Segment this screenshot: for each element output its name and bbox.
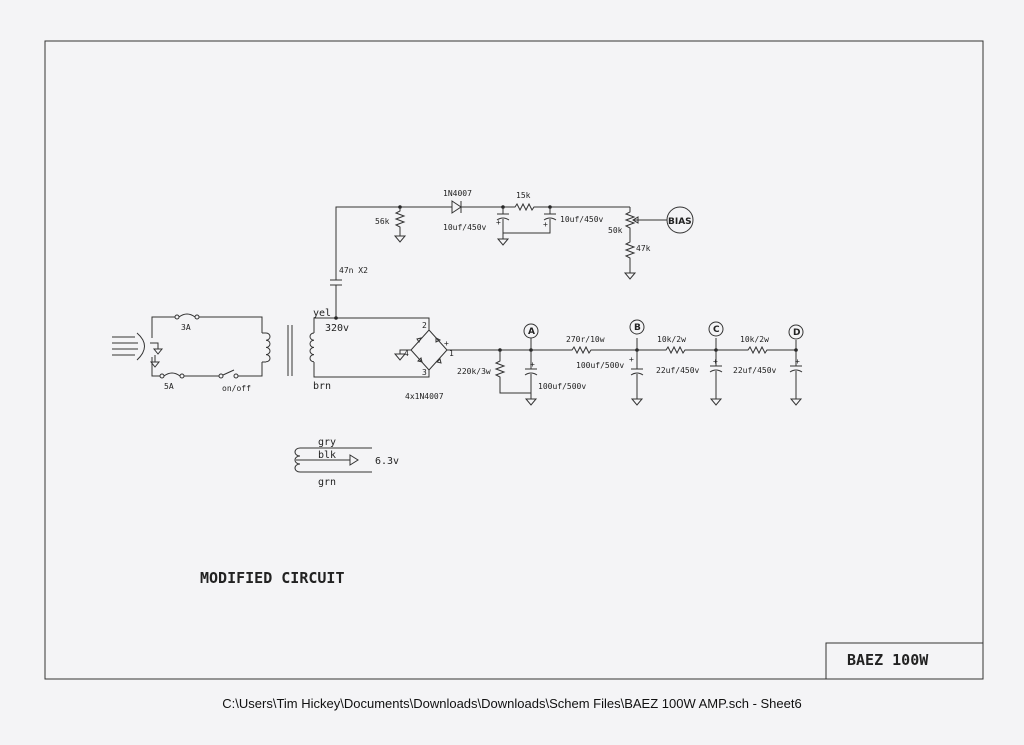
circuit-title: MODIFIED CIRCUIT — [200, 569, 345, 587]
fuse-5a — [159, 372, 185, 379]
switch-label: on/off — [222, 384, 251, 393]
title-block-frame — [825, 642, 983, 679]
resistor-10k-2 — [716, 345, 796, 355]
heater-blk-label: blk — [318, 450, 336, 461]
title-block-text: BAEZ 100W — [847, 651, 929, 669]
capacitor-47n-label: 47n X2 — [339, 266, 368, 275]
heater-grn-label: grn — [318, 477, 336, 488]
capacitor-a-plus: + — [530, 360, 535, 369]
resistor-270r — [531, 345, 637, 355]
resistor-15k-label: 15k — [516, 191, 531, 200]
capacitor-c-label: 22uf/450v — [656, 366, 700, 375]
capacitor-b-plus: + — [629, 355, 634, 364]
node-a-label: A — [528, 327, 535, 337]
diode-1n4007 — [451, 200, 462, 214]
node-b-label: B — [634, 323, 641, 333]
bias-label: BIAS — [668, 217, 692, 227]
power-transformer — [262, 317, 400, 378]
bridge-label: 4x1N4007 — [405, 392, 444, 401]
resistor-47k — [623, 238, 637, 280]
capacitor-d — [789, 350, 803, 406]
node-c-marker — [708, 321, 724, 337]
power-switch — [218, 369, 239, 379]
secondary-320v-label: 320v — [325, 323, 349, 334]
capacitor-c — [709, 350, 723, 406]
bridge-pin-1: 1 — [449, 349, 454, 358]
sheet-border — [44, 40, 984, 680]
bridge-pin-3: 3 — [422, 368, 427, 377]
capacitor-bias-2-plus: + — [543, 220, 548, 229]
node-d-marker — [788, 324, 804, 340]
heater-winding — [294, 447, 372, 473]
resistor-10k-2-label: 10k/2w — [740, 335, 769, 344]
bias-output-node — [666, 206, 694, 234]
resistor-56k — [393, 207, 407, 243]
capacitor-a-label: 100uf/500v — [538, 382, 586, 391]
bridge-rectifier — [393, 317, 500, 378]
capacitor-bias-1 — [496, 207, 510, 246]
potentiometer-50k — [624, 207, 648, 238]
capacitor-bias-2 — [503, 207, 557, 234]
heater-gry-label: gry — [318, 437, 336, 448]
mains-plug — [112, 332, 164, 368]
resistor-15k — [503, 202, 550, 212]
capacitor-47n — [330, 279, 342, 286]
capacitor-bias-1-label: 10uf/450v — [443, 223, 487, 232]
capacitor-a — [524, 350, 538, 406]
capacitor-b — [630, 350, 644, 406]
footer-file-path: C:\Users\Tim Hickey\Documents\Downloads\… — [222, 696, 801, 711]
heater-voltage-label: 6.3v — [375, 456, 399, 467]
node-d-label: D — [793, 328, 800, 338]
resistor-220k-label: 220k/3w — [457, 367, 491, 376]
fuse-3a-label: 3A — [181, 323, 191, 332]
node-b-marker — [629, 319, 645, 335]
capacitor-d-label: 22uf/450v — [733, 366, 777, 375]
resistor-220k — [494, 350, 531, 394]
diode-label: 1N4007 — [443, 189, 472, 198]
resistor-10k-1-label: 10k/2w — [657, 335, 686, 344]
capacitor-bias-2-label: 10uf/450v — [560, 215, 604, 224]
node-a-marker — [523, 323, 539, 339]
resistor-270r-label: 270r/10w — [566, 335, 605, 344]
resistor-10k-1 — [637, 345, 716, 355]
bridge-plus: + — [444, 339, 449, 348]
capacitor-bias-1-plus: + — [496, 218, 501, 227]
node-c-label: C — [713, 325, 720, 335]
secondary-brn-label: brn — [313, 381, 331, 392]
resistor-56k-label: 56k — [375, 217, 390, 226]
fuse-3a — [174, 313, 200, 320]
secondary-yel-label: yel — [313, 308, 331, 319]
bridge-pin-4: 4 — [404, 349, 409, 358]
capacitor-b-label: 100uf/500v — [576, 361, 624, 370]
resistor-47k-label: 47k — [636, 244, 651, 253]
fuse-5a-label: 5A — [164, 382, 174, 391]
capacitor-c-plus: + — [713, 357, 718, 366]
capacitor-d-plus: + — [795, 357, 800, 366]
potentiometer-50k-label: 50k — [608, 226, 623, 235]
bridge-pin-2: 2 — [422, 321, 427, 330]
